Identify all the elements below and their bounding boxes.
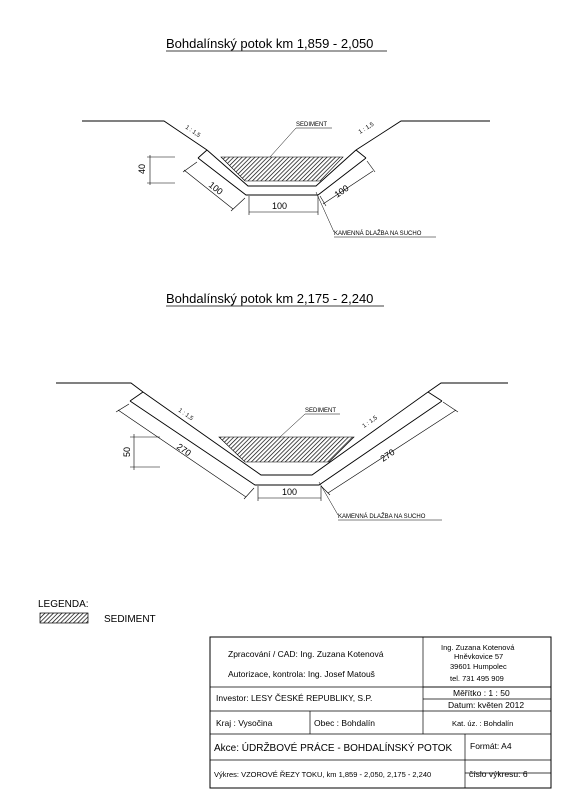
section1-sediment-label: SEDIMENT bbox=[296, 122, 327, 128]
section1-right-dim-line bbox=[322, 170, 374, 205]
legend-heading: LEGENDA: bbox=[38, 599, 89, 610]
section2-right-dim-ext-b bbox=[442, 401, 459, 413]
section2-sediment-label: SEDIMENT bbox=[305, 408, 336, 414]
section2-right-dim: 270 bbox=[379, 447, 397, 464]
section1-terrain-right bbox=[355, 120, 490, 151]
section2-left-dim-line bbox=[117, 409, 247, 498]
section2-sediment-area bbox=[218, 436, 355, 463]
legend-sediment-label: SEDIMENT bbox=[104, 614, 156, 625]
section2-slope-right: 1 : 1,5 bbox=[362, 415, 380, 430]
titleblock-investor: Investor: LESY ČESKÉ REPUBLIKY, S.P. bbox=[216, 693, 372, 703]
section1-title: Bohdalínský potok km 1,859 - 2,050 bbox=[166, 36, 373, 51]
section1-paving-edge-left bbox=[197, 149, 208, 159]
titleblock-addr-name: Ing. Zuzana Kotenová bbox=[441, 643, 515, 652]
section2-sediment-leader bbox=[279, 413, 306, 438]
section2-paving-edge-left bbox=[129, 391, 144, 402]
section1-channel-outer bbox=[197, 157, 367, 196]
section2-depth-dim: 50 bbox=[122, 447, 132, 457]
section2-paving-edge-right bbox=[427, 391, 443, 402]
section2-channel-outer bbox=[129, 400, 443, 486]
section1-sediment-area bbox=[220, 156, 344, 182]
section1-paving-leader bbox=[315, 191, 335, 233]
section2-bottom-dim: 100 bbox=[282, 487, 297, 497]
section1-depth-dim: 40 bbox=[137, 164, 147, 174]
section2-title: Bohdalínský potok km 2,175 - 2,240 bbox=[166, 291, 373, 306]
cross-section-2: Bohdalínský potok km 2,175 - 2,240 1 : 1… bbox=[56, 291, 508, 521]
legend: LEGENDA: SEDIMENT bbox=[38, 599, 156, 625]
section1-slope-left: 1 : 1,5 bbox=[184, 125, 202, 140]
legend-sediment-swatch bbox=[39, 612, 89, 624]
titleblock-drawing: Výkres: VZOROVÉ ŘEZY TOKU, km 1,859 - 2,… bbox=[214, 770, 431, 779]
cross-section-1: Bohdalínský potok km 1,859 - 2,050 1 : 1… bbox=[82, 36, 490, 238]
titleblock-sheet-no: číslo výkresu: 6 bbox=[469, 769, 528, 779]
section2-slope-left: 1 : 1,5 bbox=[177, 408, 195, 423]
titleblock-action: Akce: ÚDRŽBOVÉ PRÁCE - BOHDALÍNSKÝ POTOK bbox=[214, 741, 453, 754]
section1-paving-label: KAMENNÁ DLAŽBA NA SUCHO bbox=[334, 229, 422, 237]
section1-terrain-left bbox=[82, 120, 208, 151]
titleblock-addr-city: 39601 Humpolec bbox=[450, 662, 507, 671]
title-block: Zpracování / CAD: Ing. Zuzana Kotenová A… bbox=[209, 636, 552, 789]
section2-left-dim-ext-b bbox=[243, 487, 255, 500]
section1-channel-inner bbox=[206, 149, 357, 187]
section2-channel-inner bbox=[142, 391, 429, 476]
section2-paving-leader bbox=[318, 481, 339, 516]
titleblock-addr-street: Hněvkovice 57 bbox=[454, 652, 503, 661]
section2-terrain-left bbox=[56, 382, 144, 393]
titleblock-frame bbox=[209, 636, 552, 789]
titleblock-authorized: Autorizace, kontrola: Ing. Josef Matouš bbox=[228, 669, 375, 679]
titleblock-region: Kraj : Vysočina bbox=[216, 718, 273, 728]
section2-terrain-right bbox=[427, 382, 508, 393]
section1-right-dim: 100 bbox=[333, 183, 351, 200]
section1-slope-right: 1 : 1,5 bbox=[358, 121, 376, 135]
titleblock-prepared: Zpracování / CAD: Ing. Zuzana Kotenová bbox=[228, 649, 384, 659]
titleblock-addr-phone: tel. 731 495 909 bbox=[450, 674, 504, 683]
section1-right-dim-ext-b bbox=[366, 160, 376, 173]
titleblock-format: Formát: A4 bbox=[470, 741, 512, 751]
titleblock-municipality: Obec : Bohdalín bbox=[314, 718, 375, 728]
titleblock-scale: Měřítko : 1 : 50 bbox=[453, 688, 510, 698]
section2-left-dim-ext-a bbox=[115, 403, 130, 413]
section1-sediment-leader bbox=[269, 127, 297, 158]
section1-left-dim: 100 bbox=[207, 180, 225, 197]
section1-bottom-dim: 100 bbox=[272, 201, 287, 211]
section2-right-dim-ext-a bbox=[320, 485, 331, 496]
section2-right-dim-line bbox=[327, 409, 457, 494]
titleblock-cadastre: Kat. úz. : Bohdalín bbox=[452, 719, 513, 728]
section2-left-dim: 270 bbox=[175, 441, 193, 458]
section1-right-dim-ext-a bbox=[319, 195, 327, 207]
section1-paving-edge-right bbox=[355, 149, 367, 159]
titleblock-date: Datum: květen 2012 bbox=[448, 700, 524, 710]
section2-paving-label: KAMENNÁ DLAŽBA NA SUCHO bbox=[338, 512, 426, 520]
section1-left-dim-line bbox=[183, 169, 234, 210]
section1-left-dim-ext-b bbox=[230, 197, 246, 212]
section1-left-dim-ext-a bbox=[182, 161, 198, 173]
